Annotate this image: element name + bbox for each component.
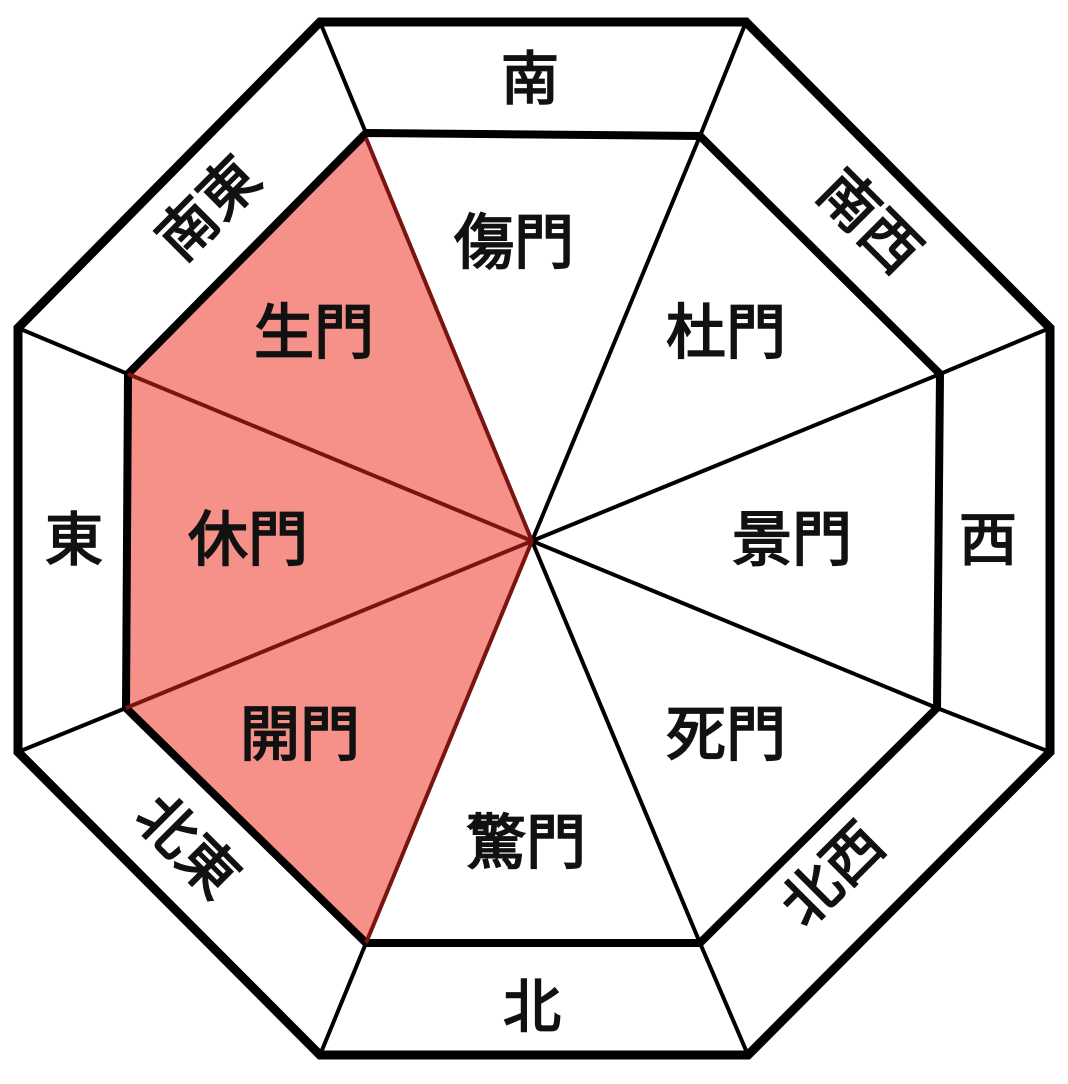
gate-label-shoumon: 傷門 <box>453 209 574 279</box>
gate-label-kaimon: 開門 <box>240 701 360 771</box>
ring-dividers <box>17 21 1051 1056</box>
gate-label-kyuumon: 休門 <box>187 506 308 576</box>
highlight-spokes <box>125 137 534 944</box>
direction-label-west: 西 <box>959 506 1017 574</box>
gate-label-tomon: 杜門 <box>666 299 786 369</box>
gate-label-seimon: 生門 <box>254 299 374 369</box>
direction-label-south: 南 <box>501 45 559 113</box>
gate-label-shimon: 死門 <box>666 701 786 771</box>
direction-label-north: 北 <box>503 973 561 1041</box>
gate-label-kyoumon: 驚門 <box>466 809 586 879</box>
gate-label-keimon: 景門 <box>732 506 852 576</box>
direction-label-southwest: 南西 <box>804 156 934 286</box>
spokes <box>530 135 941 944</box>
direction-label-east: 東 <box>45 506 103 574</box>
